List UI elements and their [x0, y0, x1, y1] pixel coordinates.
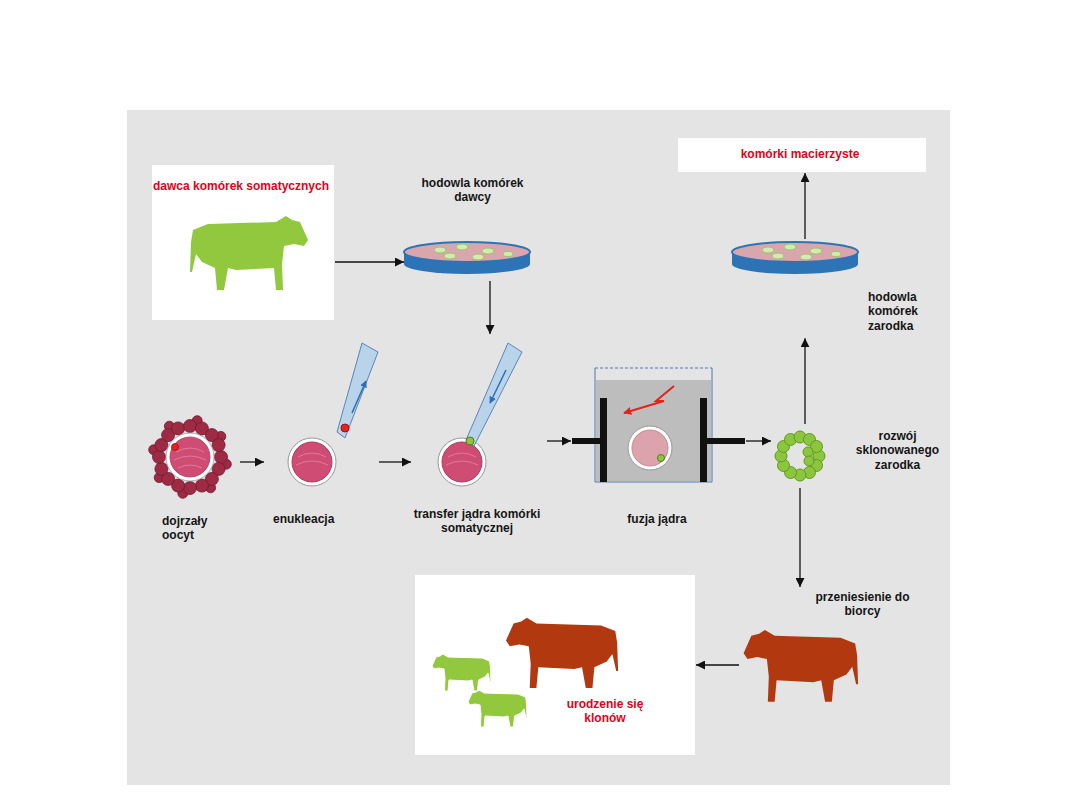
clone-calf — [468, 690, 527, 727]
flow-arrow — [547, 440, 571, 441]
surrogate-cow — [506, 618, 618, 688]
embryo-stage: rozwój sklonowanego zarodka — [772, 425, 944, 487]
node-label: hodowla komórek zarodka — [868, 290, 940, 333]
clone-calf — [432, 654, 491, 691]
fusion-stage: fuzja jądra — [572, 365, 745, 540]
node-label: enukleacja — [273, 512, 373, 526]
embryo — [775, 431, 825, 481]
node-label: dawca komórek somatycznych — [152, 179, 330, 193]
donor-culture: hodowla komórek dawcy — [405, 176, 544, 280]
flow-arrow — [240, 461, 264, 462]
fusion-chamber — [572, 368, 745, 482]
node-label: hodowla komórek dawcy — [405, 176, 540, 205]
node-label: komórki macierzyste — [678, 147, 922, 161]
white-box — [152, 165, 334, 320]
stem-cell-box: komórki macierzyste — [678, 138, 926, 172]
recipient-stage: przeniesienie do biorcy — [740, 588, 940, 706]
flow-arrow — [746, 440, 771, 441]
flow-arrow — [489, 281, 490, 334]
oocyte — [149, 416, 232, 499]
node-label: przeniesienie do biorcy — [815, 590, 910, 619]
flow-arrow — [804, 173, 805, 239]
background-panel — [127, 110, 950, 785]
clones-box: urodzenie się klonów — [415, 575, 695, 755]
enucleation-figure — [288, 343, 378, 486]
flow-arrow — [335, 261, 404, 262]
transfer-stage: transfer jądra komórki somatycznej — [412, 335, 546, 540]
donor-cow — [190, 216, 308, 290]
recipient-cow — [744, 630, 858, 702]
oocyte-stage: dojrzały oocyt — [150, 410, 239, 547]
node-label: rozwój sklonowanego zarodka — [855, 429, 940, 472]
enucleation-stage: enukleacja — [265, 335, 378, 540]
flow-arrow — [379, 461, 411, 462]
flow-arrow — [804, 338, 805, 424]
flow-arrow — [799, 488, 800, 587]
node-label: fuzja jądra — [602, 512, 712, 526]
petri-dish — [732, 242, 858, 274]
node-label: dojrzały oocyt — [162, 514, 235, 543]
white-box — [415, 575, 695, 755]
embryo-culture: hodowla komórek zarodka — [715, 240, 944, 337]
white-box — [678, 138, 926, 172]
petri-dish — [404, 242, 530, 274]
donor-box: dawca komórek somatycznych — [152, 165, 334, 320]
flow-arrow — [696, 664, 739, 665]
node-label: urodzenie się klonów — [560, 697, 650, 726]
transfer-figure — [438, 343, 522, 486]
node-label: transfer jądra komórki somatycznej — [412, 507, 542, 536]
